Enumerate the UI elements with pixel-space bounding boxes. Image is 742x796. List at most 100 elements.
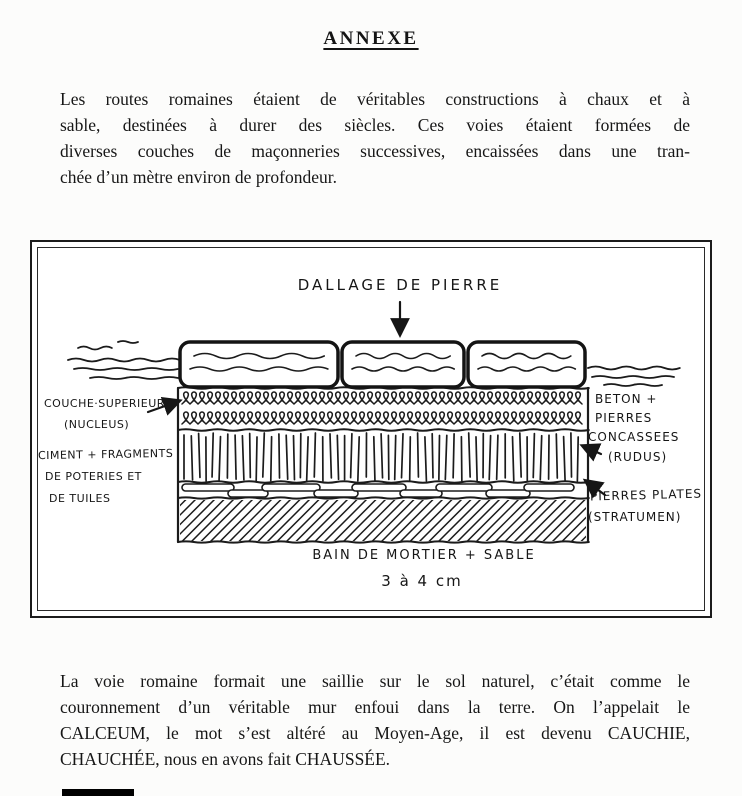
vertical-stroke [255, 436, 258, 482]
flat-stone [485, 489, 531, 498]
hatch-stroke [380, 500, 425, 541]
paragraph-line: chée d’un mètre environ de profondeur. [60, 167, 337, 187]
paragraph-line: CHAUCHÉE, nous en avons fait CHAUSSÉE. [60, 749, 391, 769]
vertical-stroke [241, 434, 245, 481]
vertical-stroke [285, 434, 289, 481]
label-tuiles: DE TUILES [49, 492, 111, 505]
arrow-rudus [579, 443, 603, 462]
hatch-stroke [361, 500, 406, 541]
hatch-stroke [190, 500, 235, 541]
hatch-stroke [247, 500, 292, 541]
hatch-stroke [304, 500, 349, 541]
hatch-stroke [219, 500, 263, 541]
label-bain-mortier: BAIN DE MORTIER + SABLE [312, 548, 536, 563]
label-epaisseur: 3 à 4 cm [381, 572, 463, 590]
vertical-stroke [562, 435, 566, 482]
vertical-stroke [444, 434, 448, 481]
hatch-stroke [447, 500, 491, 541]
vertical-stroke [380, 432, 384, 479]
hatch-stroke [276, 500, 320, 541]
paragraph-line: La voie romaine formait une saillie sur … [60, 671, 690, 691]
ground-surface-lines [67, 340, 681, 387]
label-beton: BETON + [595, 392, 658, 406]
flat-stone [227, 489, 269, 498]
ground-stroke [117, 340, 139, 344]
scan-artifact [62, 789, 134, 796]
hatch-stroke [266, 500, 311, 541]
vertical-stroke [488, 434, 492, 481]
stone-texture [189, 366, 329, 372]
flat-stone [399, 489, 443, 498]
hatch-stroke [409, 500, 453, 541]
closing-paragraph: La voie romaine formait une saillie sur … [60, 668, 690, 772]
flat-stone [181, 483, 235, 492]
vertical-stroke [356, 435, 361, 482]
stone-texture [477, 366, 577, 372]
vertical-stroke [336, 434, 340, 481]
vertical-stroke [313, 432, 317, 478]
vertical-stroke [197, 432, 201, 479]
hatch-stroke [418, 500, 463, 541]
page-title: ANNEXE [0, 28, 742, 50]
vertical-stroke [416, 432, 420, 478]
vertical-stroke [518, 432, 523, 478]
vertical-stroke [511, 435, 515, 482]
ground-stroke [77, 345, 113, 351]
boundary-stroke [177, 540, 590, 544]
hatch-stroke [342, 500, 387, 541]
vertical-stroke [495, 434, 499, 481]
hatch-stroke [257, 500, 301, 541]
vertical-stroke [190, 435, 194, 481]
hatch-stroke [295, 500, 339, 541]
paving-stone [178, 340, 340, 389]
hatch-stroke [181, 500, 225, 541]
paragraph-line: Les routes romaines étaient de véritable… [60, 89, 690, 109]
paragraph-line: sable, destinées à durer des siècles. Ce… [60, 115, 690, 135]
vertical-stroke [431, 432, 434, 479]
paragraph-line: CALCEUM, le mot s’est altéré au Moyen-Ag… [60, 723, 690, 743]
hatch-stroke [180, 500, 197, 517]
label-stratumen: (STRATUMEN) [588, 510, 682, 524]
hatch-stroke [437, 500, 482, 541]
ground-stroke [591, 375, 675, 379]
vertical-stroke [400, 432, 404, 479]
label-ciment: CIMENT + FRAGMENTS [37, 446, 174, 463]
hatch-stroke [180, 500, 187, 507]
hatch-stroke [513, 500, 558, 541]
hatch-stroke [466, 500, 510, 541]
vertical-stroke [269, 435, 273, 482]
ground-stroke [73, 367, 179, 371]
hatch-stroke [570, 525, 586, 541]
hatch-stroke [323, 500, 368, 541]
hatch-stroke [532, 500, 577, 541]
vertical-stroke [570, 432, 573, 478]
loop-row [181, 391, 583, 406]
paragraph-line: couronnement d’un véritable mur enfoui d… [60, 697, 690, 717]
flat-stone [351, 483, 407, 492]
flat-stone [435, 483, 493, 492]
vertical-stroke [234, 434, 237, 480]
flat-stone [313, 489, 359, 498]
hatch-stroke [180, 500, 206, 526]
page-title-text: ANNEXE [323, 28, 419, 49]
vertical-stroke [329, 433, 333, 479]
ground-stroke [67, 357, 181, 363]
hatch-stroke [371, 500, 415, 541]
hatch-stroke [132, 492, 184, 544]
label-concassees: CONCASSEES [588, 430, 680, 444]
label-dallage: DALLAGE DE PIERRE [297, 276, 503, 294]
vertical-stroke [475, 436, 478, 482]
vertical-stroke [555, 433, 559, 479]
stone-texture [481, 352, 572, 360]
label-couche-superieure: COUCHE·SUPERIEURE [44, 397, 173, 410]
mortar-layer-hatching [132, 492, 586, 544]
hatch-stroke [504, 500, 548, 541]
paving-stones-layer [178, 340, 587, 389]
vertical-stroke [438, 434, 441, 481]
vertical-stroke [278, 433, 281, 479]
paving-stone [466, 340, 587, 389]
vertical-stroke [539, 434, 543, 481]
label-poteries: DE POTERIES ET [45, 470, 142, 483]
label-pierres-plates: PIERRES PLATES [589, 486, 703, 504]
arrow-nucleus [146, 396, 183, 416]
